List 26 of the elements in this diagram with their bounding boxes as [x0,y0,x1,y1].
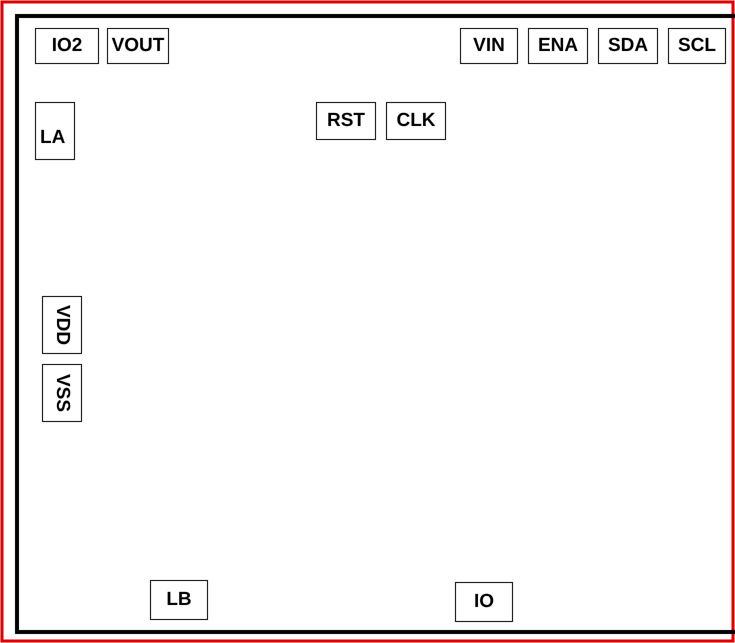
pin-label: IO2 [52,35,82,57]
pin-label: VOUT [112,35,164,57]
pin-label: VIN [473,35,505,57]
pin-box [42,296,82,354]
pin-box [528,28,588,64]
pin-label: LB [166,589,192,611]
pin-box [460,28,518,64]
pin-box [316,102,376,140]
pin-box [35,28,99,64]
pin-label: CLK [396,110,436,132]
pin-label: IO [474,591,494,613]
pin-label: SCL [678,35,716,57]
pin-label: ENA [538,35,578,57]
pin-box [35,102,75,160]
pin-label: VDD [51,304,73,346]
pin-box [150,580,208,620]
pin-label: RST [327,110,365,132]
pin-label: VSS [51,374,73,412]
pin-label: SDA [608,35,648,57]
pin-box [42,364,82,422]
pin-box [455,582,513,622]
pin-box [668,28,726,64]
pin-box [107,28,169,64]
pin-box [598,28,658,64]
pin-box [386,102,446,140]
pin-label: LA [40,127,66,149]
